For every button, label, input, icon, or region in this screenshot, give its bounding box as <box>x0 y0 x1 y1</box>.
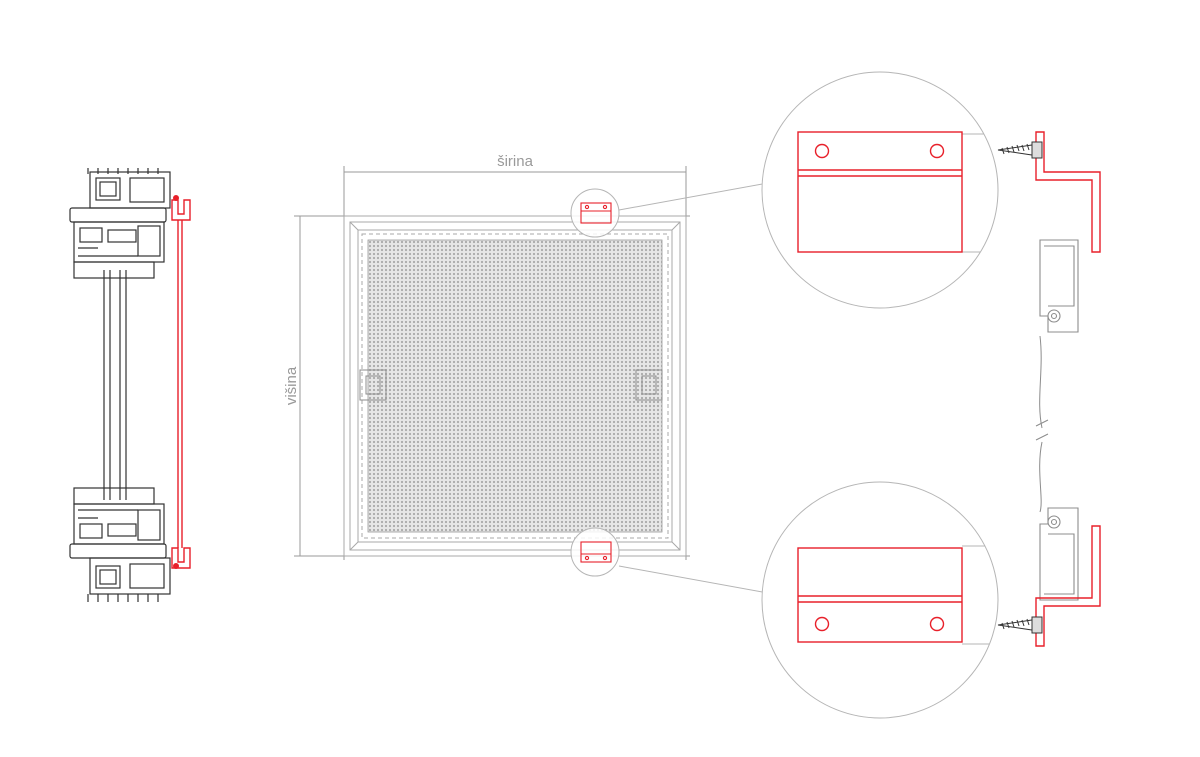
side-handle-left <box>359 369 387 401</box>
frame-profile-top <box>1039 239 1079 333</box>
mesh-panel <box>367 239 663 533</box>
bracket-detail-bottom <box>797 547 963 643</box>
bracket-detail-top <box>797 131 963 253</box>
glazing-unit <box>103 270 127 500</box>
detail-circle-top <box>761 71 999 309</box>
frame-profile-bottom <box>1039 507 1079 601</box>
bracket-mini-bottom <box>580 541 612 563</box>
profile-screen-frame <box>171 199 191 569</box>
profile-bottom <box>69 487 171 602</box>
screw-bottom <box>997 616 1043 634</box>
width-label: širina <box>497 153 534 170</box>
detail-marker-bottom <box>570 527 620 577</box>
screen-front-view: širina višina <box>283 153 690 577</box>
bracket-mini-top <box>580 202 612 224</box>
side-bracket-top <box>1035 131 1101 253</box>
side-bracket-bottom <box>1035 525 1101 647</box>
side-handle-right <box>635 369 663 401</box>
screw-top <box>997 141 1043 159</box>
screen-mesh-line <box>1035 335 1049 513</box>
screen-frame <box>343 215 687 557</box>
detail-marker-top <box>570 188 620 238</box>
profile-screw-bottom <box>173 563 179 569</box>
detail-circle-bottom <box>761 481 999 719</box>
detail-leader-lines <box>618 182 769 594</box>
profile-screw-top <box>173 195 179 201</box>
frame-side-section <box>997 131 1101 647</box>
profile-top <box>69 168 171 279</box>
height-label: višina <box>283 366 300 405</box>
window-profile-section <box>69 168 171 602</box>
